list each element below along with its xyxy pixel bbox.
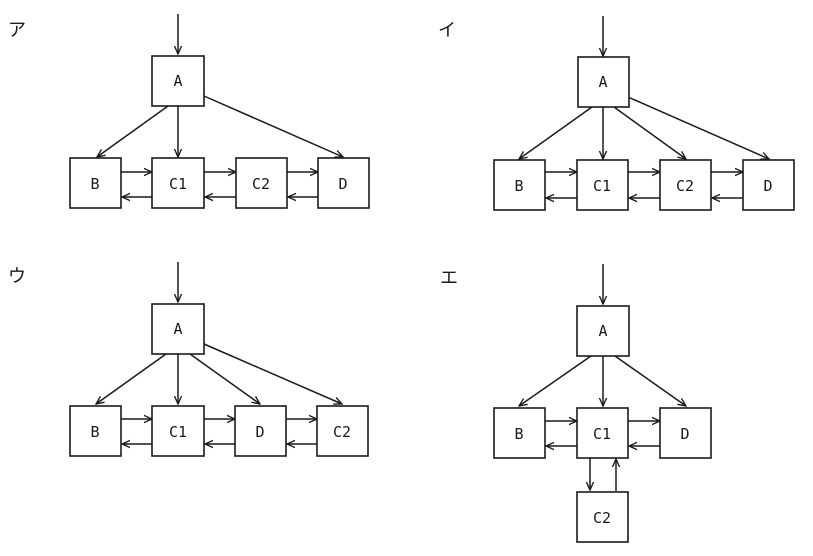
diagram-i: イ A B C1 C2 bbox=[438, 16, 795, 211]
node-b: B bbox=[69, 405, 122, 457]
node-b: B bbox=[493, 407, 546, 459]
node-a: A bbox=[151, 303, 205, 355]
node-label: A bbox=[598, 73, 607, 91]
node-label: C2 bbox=[252, 175, 270, 193]
node-label: C2 bbox=[593, 509, 611, 527]
node-d: D bbox=[317, 157, 370, 209]
node-d: D bbox=[234, 405, 287, 457]
node-c2: C2 bbox=[576, 491, 629, 543]
edges bbox=[96, 262, 342, 444]
node-c1: C1 bbox=[151, 157, 205, 209]
panel-label: ウ bbox=[8, 266, 26, 287]
edge-a-c2 bbox=[203, 343, 342, 404]
edge-a-b bbox=[519, 355, 592, 406]
node-label: D bbox=[680, 425, 689, 443]
node-label: D bbox=[338, 175, 347, 193]
edge-a-b bbox=[519, 106, 593, 159]
node-a: A bbox=[151, 55, 205, 107]
node-d: D bbox=[659, 407, 712, 459]
panel-label: エ bbox=[440, 268, 458, 289]
edge-a-d bbox=[203, 95, 343, 157]
edges bbox=[97, 14, 343, 197]
node-c1: C1 bbox=[576, 407, 629, 459]
diagram-u: ウ A B C1 D bbox=[8, 262, 369, 457]
node-label: B bbox=[514, 425, 523, 443]
node-label: C1 bbox=[593, 425, 611, 443]
node-label: C1 bbox=[169, 175, 187, 193]
node-a: A bbox=[576, 305, 630, 357]
node-b: B bbox=[69, 157, 122, 209]
edge-a-d bbox=[614, 355, 686, 406]
diagram-e: エ A B C1 D bbox=[440, 264, 712, 543]
node-c2: C2 bbox=[316, 405, 369, 457]
node-label: A bbox=[173, 320, 182, 338]
node-c1: C1 bbox=[151, 405, 205, 457]
node-d: D bbox=[742, 159, 795, 211]
node-label: B bbox=[90, 175, 99, 193]
node-c2: C2 bbox=[235, 157, 288, 209]
node-label: C1 bbox=[169, 423, 187, 441]
edge-a-b bbox=[97, 105, 169, 157]
edges bbox=[519, 264, 686, 491]
edge-a-c2 bbox=[613, 106, 686, 159]
node-label: C2 bbox=[676, 177, 694, 195]
node-label: B bbox=[514, 177, 523, 195]
node-c1: C1 bbox=[576, 159, 629, 211]
node-label: A bbox=[173, 72, 182, 90]
panel-label: イ bbox=[438, 20, 456, 41]
node-label: B bbox=[90, 423, 99, 441]
node-label: C2 bbox=[333, 423, 351, 441]
node-c2: C2 bbox=[659, 159, 712, 211]
node-b: B bbox=[493, 159, 546, 211]
edge-a-b bbox=[96, 353, 167, 404]
panel-label: ア bbox=[8, 20, 26, 41]
node-a: A bbox=[577, 56, 630, 108]
node-label: D bbox=[763, 177, 772, 195]
node-label: D bbox=[255, 423, 264, 441]
edge-a-d bbox=[189, 353, 260, 404]
diagram-a: ア A B C1 C2 bbox=[8, 14, 370, 209]
node-label: A bbox=[598, 322, 607, 340]
node-label: C1 bbox=[593, 177, 611, 195]
edge-a-d bbox=[627, 96, 769, 159]
edges bbox=[519, 16, 769, 198]
